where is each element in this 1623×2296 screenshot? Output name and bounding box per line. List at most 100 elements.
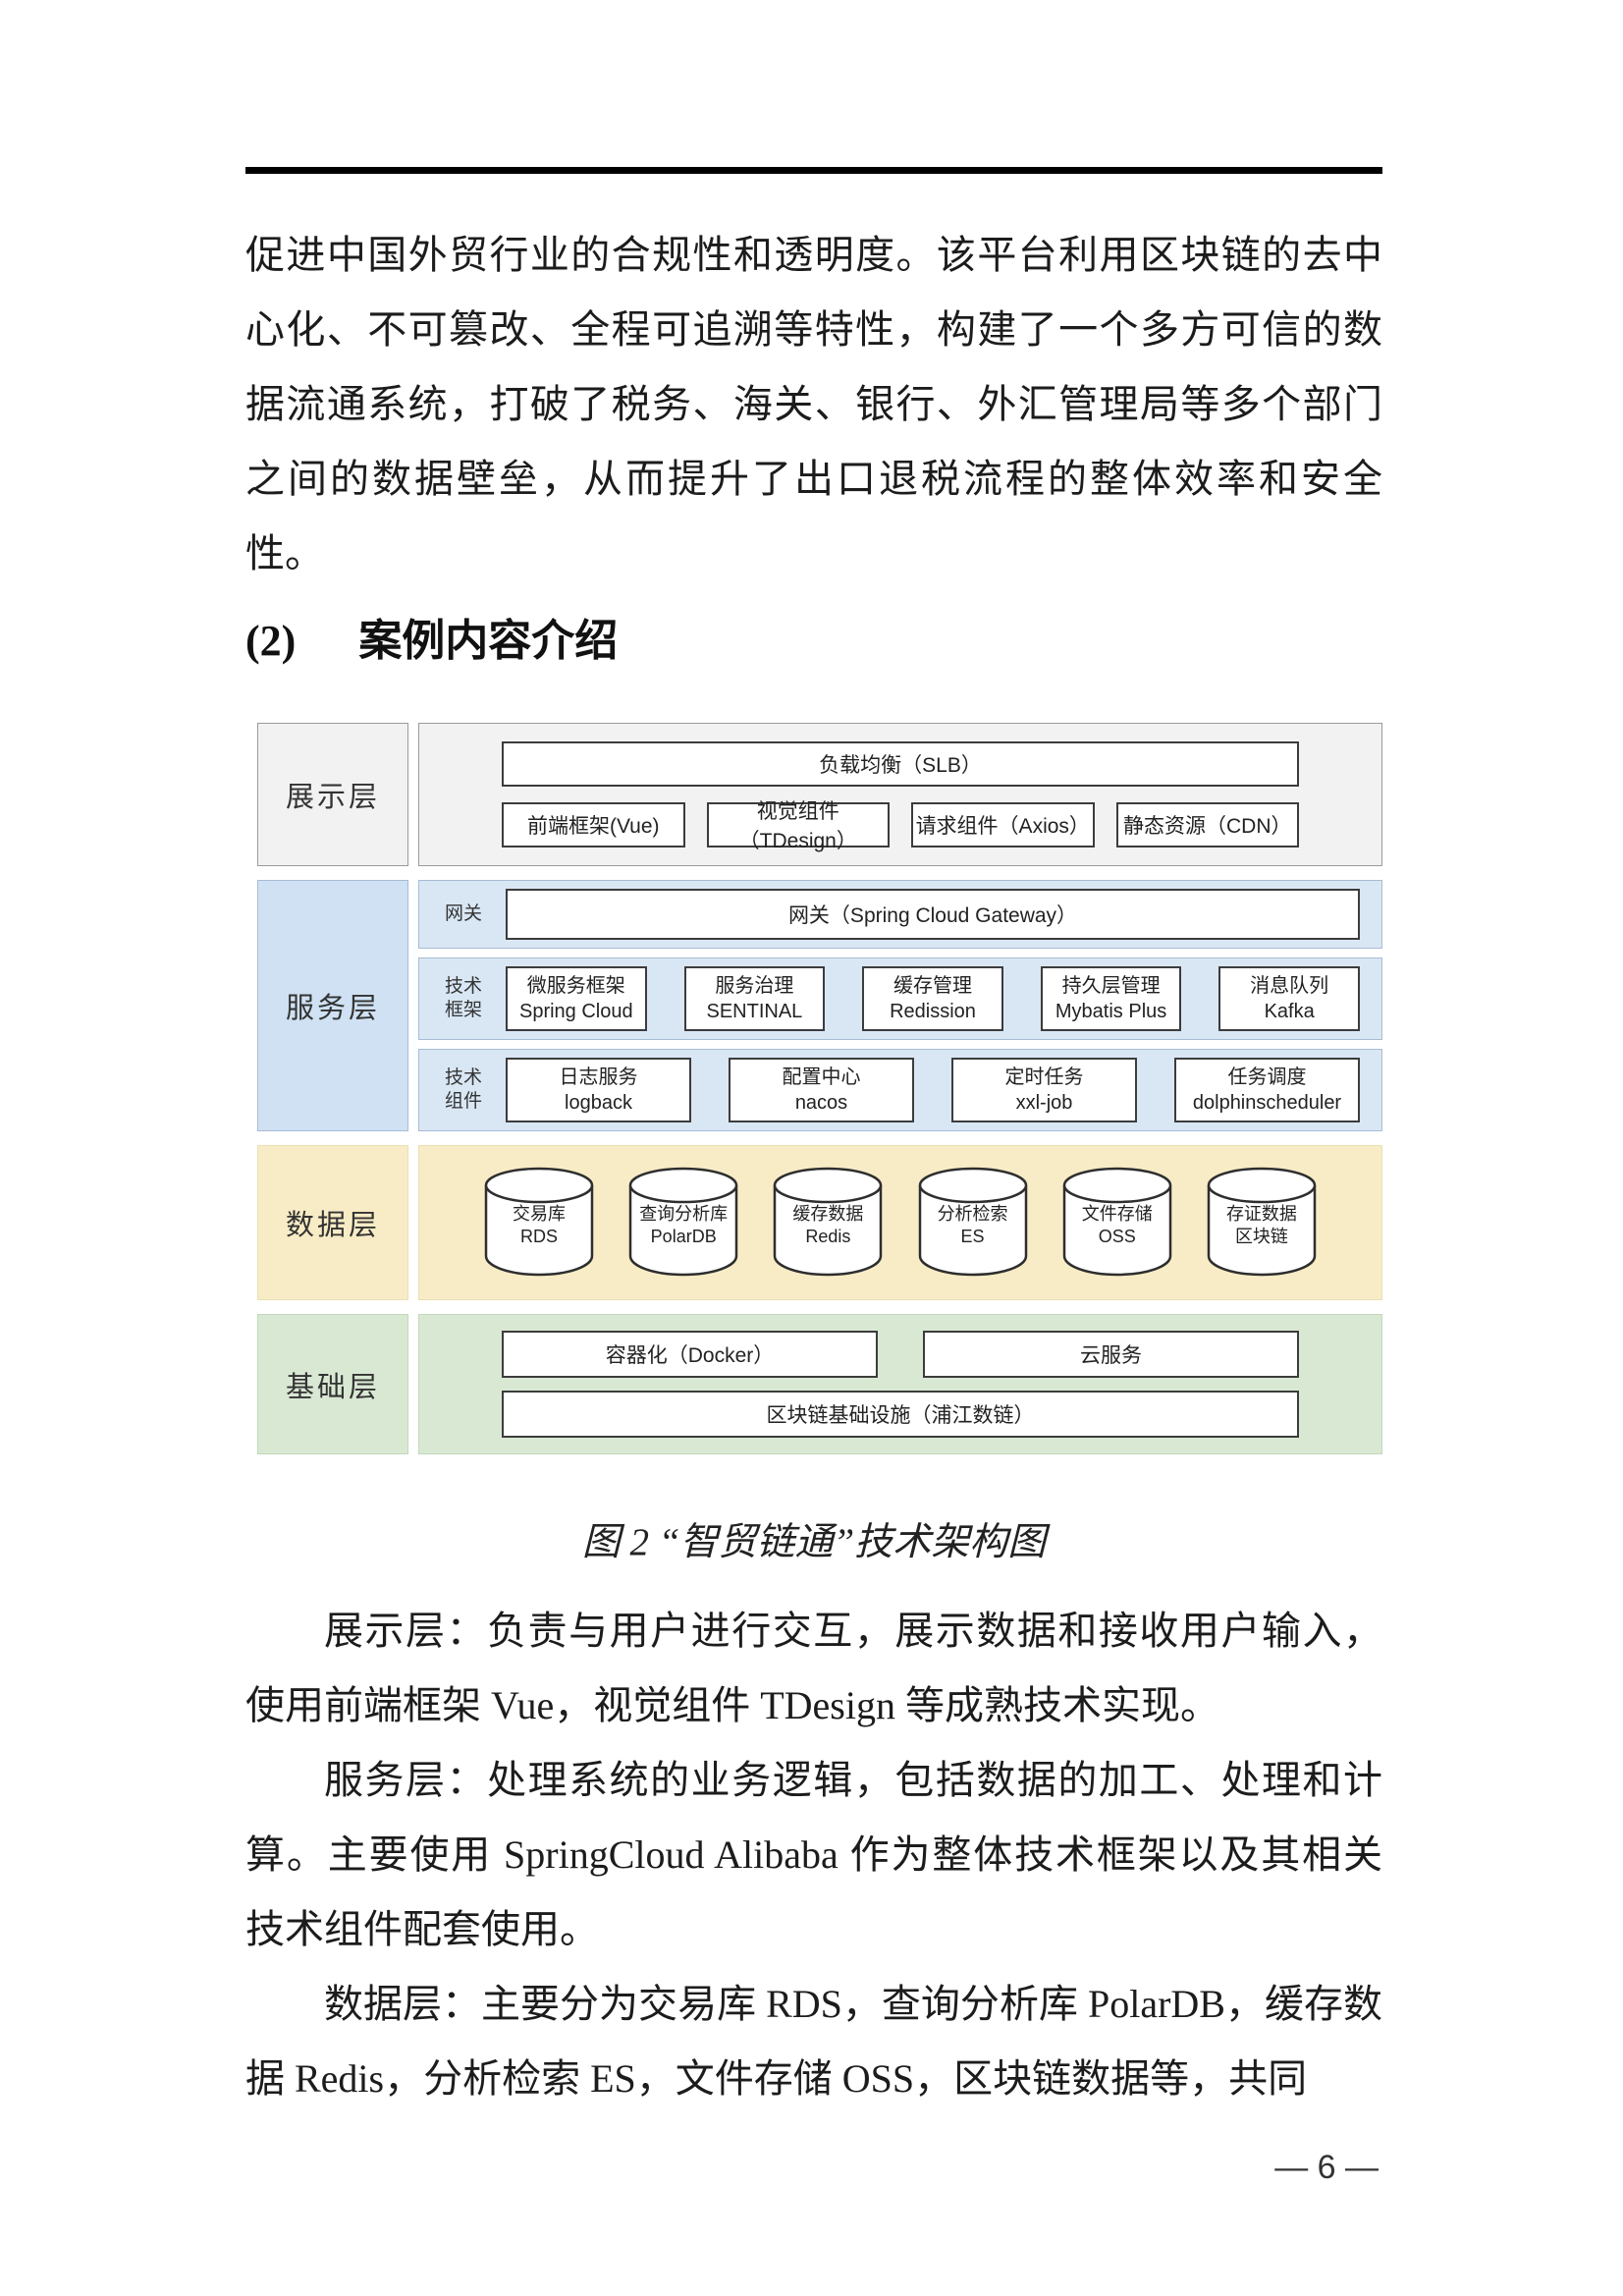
box-title: 任务调度 xyxy=(1227,1066,1307,1088)
box-sub: Redission xyxy=(890,1001,976,1022)
box-title: 配置中心 xyxy=(782,1066,861,1088)
cylinder-label: 查询分析库 PolarDB xyxy=(621,1203,746,1248)
database-cylinder-icon xyxy=(1207,1167,1317,1277)
blockchain-infrastructure-box: 区块链基础设施（浦江数链） xyxy=(502,1391,1299,1438)
box-title: 缓存管理 xyxy=(893,975,972,997)
cylinder-line1: 存证数据 xyxy=(1225,1204,1297,1224)
paragraph-intro: 促进中国外贸行业的合规性和透明度。该平台利用区块链的去中心化、不可篡改、全程可追… xyxy=(245,233,1382,575)
box-sub: xxl-job xyxy=(1015,1092,1073,1114)
sentinal-box: 服务治理 SENTINAL xyxy=(683,966,826,1031)
logback-box: 日志服务 logback xyxy=(506,1058,691,1122)
presentation-layer-panel: 负载均衡（SLB） 前端框架(Vue) 视觉组件（TDesign） 请求组件（A… xyxy=(418,723,1382,866)
box-title: 日志服务 xyxy=(559,1066,638,1088)
vue-box: 前端框架(Vue) xyxy=(502,802,685,847)
framework-box-row: 微服务框架 Spring Cloud 服务治理 SENTINAL 缓存管理 Re… xyxy=(506,966,1360,1031)
cylinder-line2: PolarDB xyxy=(650,1227,717,1246)
database-cylinder-icon xyxy=(628,1167,738,1277)
xxljob-box: 定时任务 xxl-job xyxy=(951,1058,1137,1122)
architecture-diagram: 展示层 负载均衡（SLB） 前端框架(Vue) 视觉组件（TDesign） 请求… xyxy=(257,723,1382,1454)
cylinder-line1: 查询分析库 xyxy=(639,1204,729,1224)
box-sub: Spring Cloud xyxy=(518,1001,633,1022)
cylinder-line1: 分析检索 xyxy=(937,1204,1008,1224)
slb-box: 负载均衡（SLB） xyxy=(502,741,1299,787)
kafka-box: 消息队列 Kafka xyxy=(1218,966,1360,1031)
box-sub: Mybatis Plus xyxy=(1055,1001,1167,1022)
database-cylinder-icon xyxy=(1062,1167,1171,1277)
box-sub: Kafka xyxy=(1264,1001,1315,1022)
figure-caption: 图 2 “智贸链通”技术架构图 xyxy=(581,1521,1047,1563)
blockchain-cylinder: 存证数据 区块链 xyxy=(1199,1160,1325,1285)
components-box-row: 日志服务 logback 配置中心 nacos 定时任务 xxl-job xyxy=(506,1058,1360,1122)
database-cylinder-icon xyxy=(918,1167,1027,1277)
cylinder-label: 文件存储 OSS xyxy=(1055,1203,1180,1248)
es-cylinder: 分析检索 ES xyxy=(910,1160,1036,1285)
page-number: — 6 — xyxy=(1274,2149,1379,2186)
cdn-box: 静态资源（CDN） xyxy=(1115,802,1299,847)
mybatis-box: 持久层管理 Mybatis Plus xyxy=(1040,966,1182,1031)
section-number: (2) xyxy=(245,617,297,665)
presentation-layer-label: 展示层 xyxy=(257,723,408,866)
framework-label-line2: 框架 xyxy=(444,1000,482,1020)
components-label-line2: 组件 xyxy=(444,1091,482,1112)
cylinder-label: 缓存数据 Redis xyxy=(765,1203,891,1248)
cylinder-label: 存证数据 区块链 xyxy=(1199,1203,1325,1248)
box-title: 微服务框架 xyxy=(526,975,625,997)
cloud-service-box: 云服务 xyxy=(923,1331,1299,1378)
components-row: 技术 组件 日志服务 logback 配置中心 nacos xyxy=(418,1049,1382,1131)
paragraph-data-layer: 数据层：主要分为交易库 RDS，查询分析库 PolarDB，缓存数据 Redis… xyxy=(245,1982,1382,2101)
layer-service: 服务层 网关 网关（Spring Cloud Gateway） 技术 框架 xyxy=(257,880,1382,1131)
infrastructure-box-row: 容器化（Docker） 云服务 xyxy=(502,1331,1299,1378)
service-layer-panels: 网关 网关（Spring Cloud Gateway） 技术 框架 微服务框架 … xyxy=(418,880,1382,1131)
cylinder-label: 交易库 RDS xyxy=(476,1203,602,1248)
components-row-label: 技术 组件 xyxy=(431,1066,496,1114)
redission-box: 缓存管理 Redission xyxy=(862,966,1003,1031)
cylinder-line2: RDS xyxy=(519,1227,558,1246)
gateway-row-label: 网关 xyxy=(444,903,482,924)
box-sub: logback xyxy=(565,1092,632,1114)
box-sub: nacos xyxy=(794,1092,848,1114)
polardb-cylinder: 查询分析库 PolarDB xyxy=(621,1160,746,1285)
framework-row-label: 技术 框架 xyxy=(431,975,496,1022)
docker-box: 容器化（Docker） xyxy=(502,1331,878,1378)
box-title: 服务治理 xyxy=(715,975,794,997)
data-layer-panel: 交易库 RDS 查询分析库 PolarDB xyxy=(418,1145,1382,1300)
gateway-row: 网关 网关（Spring Cloud Gateway） xyxy=(418,880,1382,949)
paragraph-presentation-layer: 展示层：负责与用户进行交互，展示数据和接收用户输入，使用前端框架 Vue，视觉组… xyxy=(245,1609,1382,1727)
redis-cylinder: 缓存数据 Redis xyxy=(765,1160,891,1285)
presentation-box-row: 前端框架(Vue) 视觉组件（TDesign） 请求组件（Axios） 静态资源… xyxy=(502,800,1299,852)
cylinder-line1: 缓存数据 xyxy=(792,1204,864,1224)
page-content: 促进中国外贸行业的合规性和透明度。该平台利用区块链的去中心化、不可篡改、全程可追… xyxy=(245,0,1382,2189)
box-title: 定时任务 xyxy=(1004,1066,1084,1088)
cylinder-label: 分析检索 ES xyxy=(910,1203,1036,1248)
framework-row: 技术 框架 微服务框架 Spring Cloud 服务治理 SENTINAL xyxy=(418,957,1382,1040)
nacos-box: 配置中心 nacos xyxy=(729,1058,914,1122)
axios-box: 请求组件（Axios） xyxy=(911,802,1095,847)
infrastructure-layer-panel: 容器化（Docker） 云服务 区块链基础设施（浦江数链） xyxy=(418,1314,1382,1454)
gateway-box: 网关（Spring Cloud Gateway） xyxy=(506,889,1360,940)
cylinder-line2: OSS xyxy=(1098,1227,1136,1246)
oss-cylinder: 文件存储 OSS xyxy=(1055,1160,1180,1285)
box-title: 消息队列 xyxy=(1250,975,1329,997)
box-title: 持久层管理 xyxy=(1061,975,1161,997)
database-cylinder-icon xyxy=(774,1167,883,1277)
cylinder-line1: 交易库 xyxy=(513,1204,566,1224)
layer-infrastructure: 基础层 容器化（Docker） 云服务 区块链基础设施（浦江数链） xyxy=(257,1314,1382,1454)
box-sub: dolphinscheduler xyxy=(1192,1092,1342,1114)
service-layer-label: 服务层 xyxy=(257,880,408,1131)
database-cylinder-icon xyxy=(484,1167,594,1277)
cylinder-line1: 文件存储 xyxy=(1081,1204,1153,1224)
springcloud-box: 微服务框架 Spring Cloud xyxy=(506,966,647,1031)
section-title: 案例内容介绍 xyxy=(358,617,619,665)
infrastructure-layer-label: 基础层 xyxy=(257,1314,408,1454)
tdesign-box: 视觉组件（TDesign） xyxy=(706,800,890,852)
paragraph-service-layer: 服务层：处理系统的业务逻辑，包括数据的加工、处理和计算。主要使用 SpringC… xyxy=(245,1758,1382,1951)
components-label-line1: 技术 xyxy=(444,1067,482,1088)
rds-cylinder: 交易库 RDS xyxy=(476,1160,602,1285)
layer-presentation: 展示层 负载均衡（SLB） 前端框架(Vue) 视觉组件（TDesign） 请求… xyxy=(257,723,1382,866)
dolphinscheduler-box: 任务调度 dolphinscheduler xyxy=(1174,1058,1360,1122)
section-heading: (2) 案例内容介绍 xyxy=(245,611,1382,672)
box-sub: SENTINAL xyxy=(706,1001,803,1022)
layer-data: 数据层 交易库 RDS xyxy=(257,1145,1382,1300)
cylinder-line2: Redis xyxy=(805,1227,851,1246)
